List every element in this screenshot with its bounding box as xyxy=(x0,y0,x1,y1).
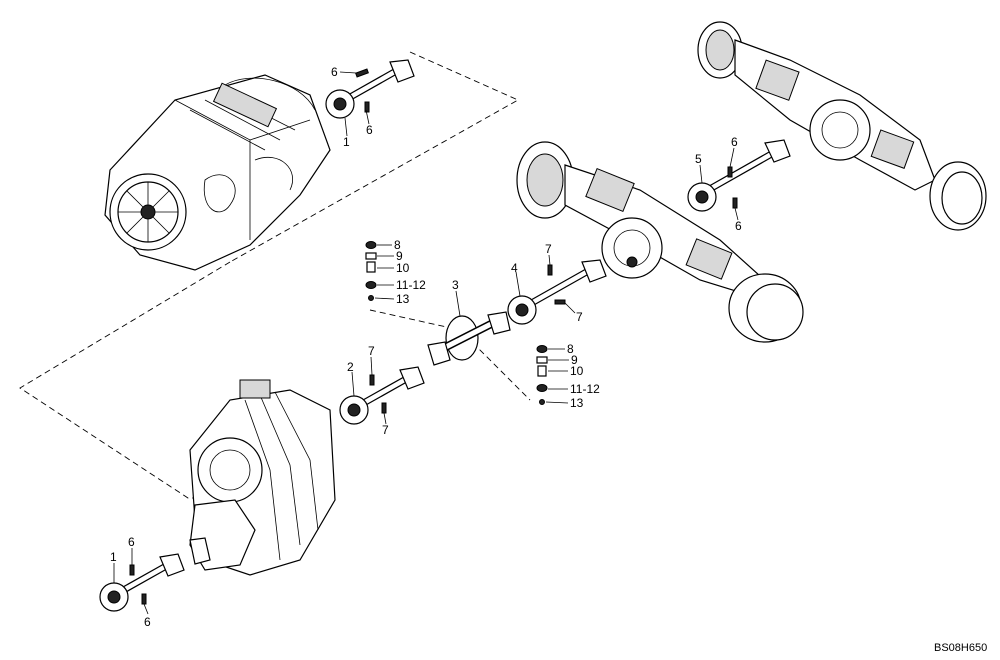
callout-transfer-shaft: 4 xyxy=(511,261,518,275)
callout-rear-bolt-bottom: 6 xyxy=(735,219,742,233)
rear-propeller-shaft xyxy=(687,139,791,212)
callout-upper-bolt: 10 xyxy=(396,261,410,275)
callout-lower-clip: 13 xyxy=(570,396,584,410)
callout-lower-nut: 9 xyxy=(571,353,578,367)
propeller-shafts xyxy=(99,59,791,612)
callout-transfer-bolt-bottom: 7 xyxy=(576,310,583,324)
callout-gearbox-bolt-bottom: 7 xyxy=(382,423,389,437)
callout-engine-shaft: 1 xyxy=(343,135,350,149)
callout-upper-clip: 13 xyxy=(396,292,410,306)
engine-illustration xyxy=(104,74,331,271)
hardware-stack-lower xyxy=(536,345,548,405)
callout-gearbox-bolt-top: 7 xyxy=(368,344,375,358)
engine-propeller-shaft xyxy=(325,59,415,119)
transfer-propeller-shaft xyxy=(507,259,607,325)
callout-lower-spacer: 11-12 xyxy=(570,382,600,396)
callout-labels: 6 6 1 6 6 5 7 7 4 3 7 7 2 6 6 1 8 9 10 1… xyxy=(110,65,742,629)
callout-upper-nut: 9 xyxy=(396,249,403,263)
callout-engine-bolt-bottom: 6 xyxy=(366,123,373,137)
callout-front-bolt-bottom: 6 xyxy=(144,615,151,629)
callout-upper-spacer: 11-12 xyxy=(396,278,426,292)
callout-front-bolt-top: 6 xyxy=(128,535,135,549)
leader-lines xyxy=(113,71,739,615)
callout-rear-shaft: 5 xyxy=(695,152,702,166)
callout-lower-washer: 8 xyxy=(567,342,574,356)
callout-lower-bolt: 10 xyxy=(570,364,584,378)
callout-engine-bolt-top: 6 xyxy=(331,65,338,79)
callout-gearbox-shaft: 2 xyxy=(347,360,354,374)
front-rear-axle-illustration xyxy=(516,141,804,343)
hardware-stack-upper xyxy=(365,241,377,301)
center-bearing xyxy=(427,311,511,366)
drawing-code: BS08H650 xyxy=(934,642,987,654)
callout-transfer-bolt-top: 7 xyxy=(545,242,552,256)
callout-center-bearing: 3 xyxy=(452,278,459,292)
gearbox-propeller-shaft xyxy=(339,366,425,425)
gearbox-illustration xyxy=(189,379,336,576)
front-output-propeller-shaft xyxy=(99,553,185,612)
callout-rear-bolt-top: 6 xyxy=(731,135,738,149)
rear-axle-illustration xyxy=(697,21,987,231)
callout-front-shaft: 1 xyxy=(110,550,117,564)
callout-upper-washer: 8 xyxy=(394,238,401,252)
